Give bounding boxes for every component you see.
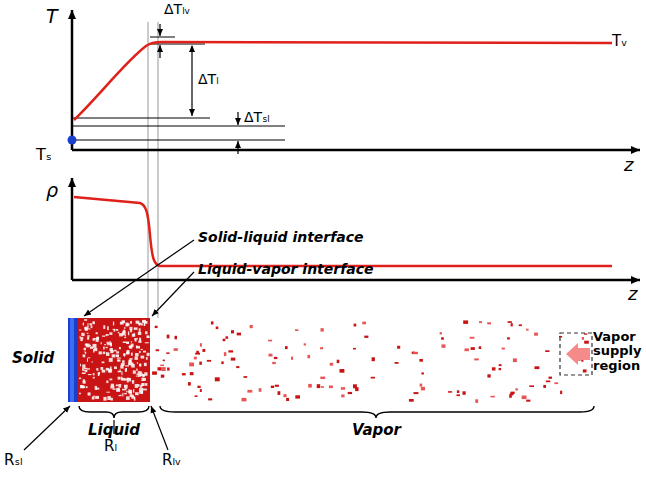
- region-label: Vapor: [352, 422, 401, 439]
- resistance-label: Rₛₗ: [4, 452, 23, 469]
- axis-label: ρ: [46, 180, 58, 201]
- axis-label: z: [628, 284, 637, 304]
- resistance-label: Rₗᵥ: [162, 452, 181, 469]
- pointer-label: Liquid-vapor interface: [198, 262, 374, 277]
- region-label: Vapor supply region: [593, 330, 643, 373]
- resistance-label: Rₗ: [104, 438, 117, 455]
- delta-label: ΔTₛₗ: [244, 110, 270, 125]
- region-label: Liquid: [88, 422, 140, 439]
- delta-label: ΔTₗᵥ: [164, 2, 190, 17]
- pointer-label: Solid-liquid interface: [198, 230, 364, 245]
- axis-label: T: [46, 6, 58, 27]
- delta-label: ΔTₗ: [198, 72, 218, 87]
- region-label: Solid: [12, 350, 54, 367]
- axis-label: Tₛ: [36, 146, 52, 164]
- curve-label: Tᵥ: [612, 33, 627, 50]
- axis-label: z: [624, 155, 633, 175]
